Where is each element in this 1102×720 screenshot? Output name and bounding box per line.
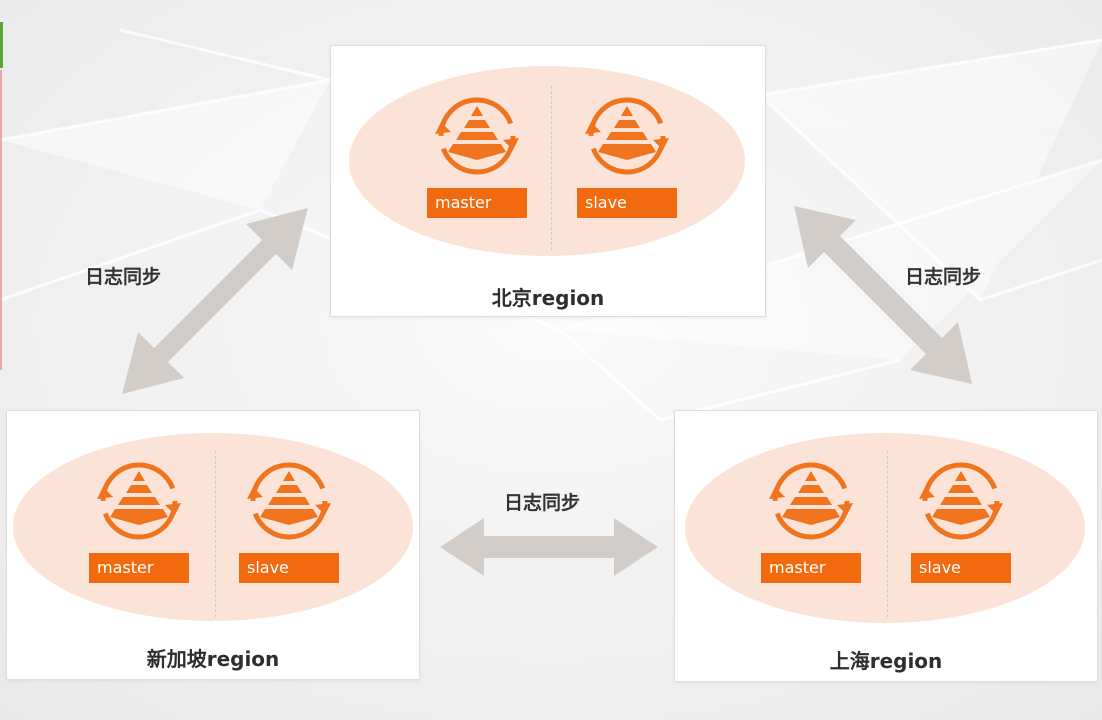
sync-label-beijing-shanghai: 日志同步	[905, 266, 982, 288]
master-node: master	[89, 457, 189, 583]
master-node: master	[761, 457, 861, 583]
sync-label-singapore-shanghai: 日志同步	[504, 492, 581, 514]
slave-tag: slave	[239, 553, 339, 583]
region-ellipse	[685, 433, 1085, 623]
pyramid-sync-icon	[919, 462, 1003, 540]
pyramid-sync-icon	[585, 97, 669, 175]
region-label-beijing: 北京region	[491, 286, 605, 310]
slave-node: slave	[239, 457, 339, 583]
slave-node: slave	[911, 457, 1011, 583]
region-box-singapore: master slave 新加坡region	[6, 410, 420, 680]
sync-label-beijing-singapore: 日志同步	[85, 266, 162, 288]
master-tag: master	[89, 553, 189, 583]
region-label-shanghai: 上海region	[829, 649, 943, 673]
slave-tag: slave	[911, 553, 1011, 583]
left-edge-accent-green	[0, 22, 3, 68]
slave-node: slave	[577, 92, 677, 218]
left-edge-accent-red	[0, 70, 2, 370]
region-ellipse	[13, 433, 413, 621]
master-node: master	[427, 92, 527, 218]
region-box-beijing: master slave 北京region	[330, 45, 766, 317]
slave-tag: slave	[577, 188, 677, 218]
double-arrow-beijing-shanghai	[794, 206, 972, 384]
master-tag: master	[427, 188, 527, 218]
double-arrow-beijing-singapore	[122, 208, 308, 394]
master-tag: master	[761, 553, 861, 583]
double-arrow-singapore-shanghai	[440, 518, 658, 576]
region-divider	[887, 451, 888, 617]
region-ellipse	[349, 66, 745, 256]
region-divider	[215, 451, 216, 617]
pyramid-sync-icon	[247, 462, 331, 540]
region-box-shanghai: master slave 上海region	[674, 410, 1098, 682]
region-label-singapore: 新加坡region	[146, 647, 280, 671]
pyramid-sync-icon	[435, 97, 519, 175]
pyramid-sync-icon	[769, 462, 853, 540]
pyramid-sync-icon	[97, 462, 181, 540]
region-divider	[551, 86, 552, 250]
